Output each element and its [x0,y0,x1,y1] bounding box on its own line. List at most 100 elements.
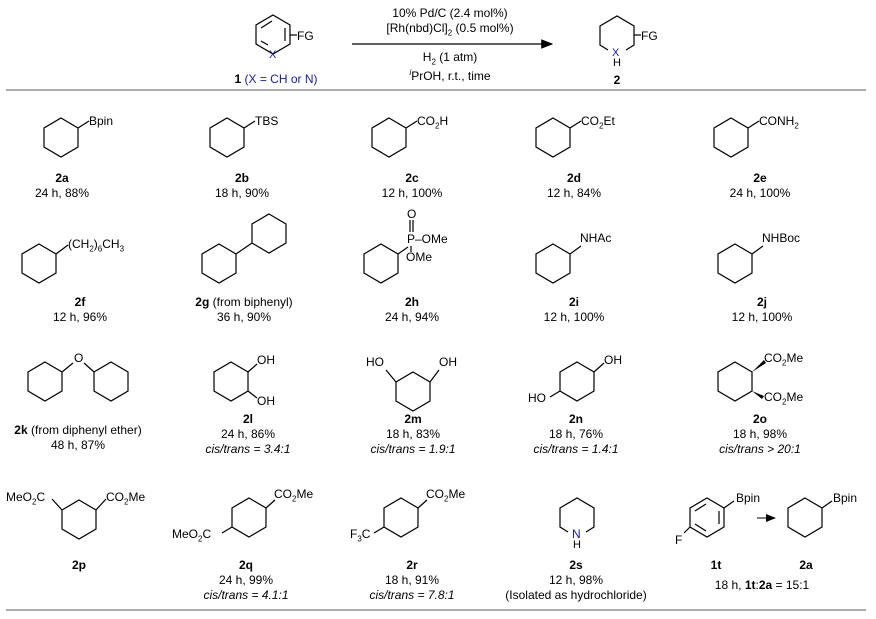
substituent-2e: CONH2 [759,114,799,131]
ratio-2o: cis/trans > 20:1 [719,442,801,456]
conversion-1t-2a: 18 h, 1t:2a = 15:1 [714,578,810,592]
label-2q: 2q [238,558,254,572]
note-2s: (Isolated as hydrochloride) [505,588,647,602]
ether-oxygen: O [74,351,84,365]
structure-2d [535,117,582,158]
product-label: 2 [613,73,621,87]
label-2e: 2e [753,171,767,185]
label-2n: 2n [568,412,584,426]
label-1t: 1t [710,558,722,572]
structure-2e [713,117,760,158]
time-yield-2s: 12 h, 98% [548,573,604,587]
ester-2r-top: CO2Me [426,487,466,504]
nitrogen-2s: N [572,527,581,541]
hydroxyl-2l-top: OH [257,353,275,367]
ester-2q-bottom: MeO2C [172,527,212,544]
time-yield-2c: 12 h, 100% [381,186,443,200]
hydroxyl-2m-right: OH [439,355,457,369]
time-yield-2q: 24 h, 99% [218,573,274,587]
label-2j: 2j [756,295,768,309]
time-yield-2o: 18 h, 98% [732,427,788,441]
time-yield-2h: 24 h, 94% [384,310,440,324]
substituent-2d: CO2Et [581,114,615,131]
label-2f: 2f [74,295,86,309]
time-yield-2d: 12 h, 84% [546,186,602,200]
label-2c: 2c [405,171,419,185]
condition-catalyst-2: [Rh(nbd)Cl]2 (0.5 mol%) [386,21,514,38]
starting-material-label: 1 (X = CH or N) [234,72,318,86]
condition-hydrogen: H2 (1 atm) [422,50,478,67]
structure-2a [43,117,90,158]
time-yield-2j: 12 h, 100% [731,310,793,324]
structure-2a-from-1t [787,497,833,538]
ester-2o-bottom: CO2Me [764,390,804,407]
time-yield-2e: 24 h, 100% [729,186,791,200]
substituent-2f: (CH2)6CH3 [68,237,125,254]
structure-2i [535,243,582,284]
structure-2b [209,117,256,158]
substituent-2b: TBS [255,114,279,128]
time-yield-2i: 12 h, 100% [543,310,605,324]
starting-material-structure [255,14,297,55]
label-2p: 2p [71,558,87,572]
label-2s: 2s [569,558,583,572]
structure-1t [683,497,735,538]
phosphonate-ome-2: OMe [406,250,433,264]
time-yield-2n: 18 h, 76% [548,427,604,441]
substituent-2c: CO2H [417,114,449,131]
structure-2k [27,361,129,402]
hydrogen-2s: H [573,539,581,551]
label-2l: 2l [242,412,254,426]
structure-2h [363,220,414,284]
condition-catalyst-1: 10% Pd/C (2.4 mol%) [392,6,508,20]
hydroxyl-2m-left: HO [366,355,384,369]
label-2d: 2d [566,171,582,185]
hydroxyl-2l-bottom: OH [257,394,275,408]
product-fg-label: FG [641,29,658,43]
time-yield-2l: 24 h, 86% [220,427,276,441]
ratio-2m: cis/trans = 1.9:1 [370,442,456,456]
label-2b: 2b [234,171,250,185]
structure-2o [717,360,766,402]
bpin-1t: Bpin [736,491,761,505]
substituent-2i: NHAc [580,231,612,245]
phosphonate-ome-1: –OMe [415,232,448,246]
label-2h: 2h [404,295,420,309]
product-h-label: H [613,57,621,69]
ester-2p-right: CO2Me [106,490,146,507]
trifluoromethyl-2r: F3C [350,527,371,544]
bpin-2a: Bpin [833,491,858,505]
structure-2j [717,243,764,284]
ratio-2q: cis/trans = 4.1:1 [203,588,289,602]
structure-2g [201,213,287,284]
ratio-2l: cis/trans = 3.4:1 [205,442,291,456]
phosphonate-oxo: O [407,207,417,221]
label-2a: 2a [55,171,69,185]
ester-2o-top: CO2Me [764,351,804,368]
time-yield-2f: 12 h, 96% [52,310,108,324]
time-yield-2m: 18 h, 83% [385,427,441,441]
structure-2c [371,117,418,158]
label-2r: 2r [406,558,418,572]
substituent-2a: Bpin [89,114,114,128]
fluoro-1t: F [675,533,683,547]
time-yield-2b: 18 h, 90% [214,186,270,200]
label-2i: 2i [568,295,580,309]
label-2g: 2g (from biphenyl) [195,295,293,309]
time-yield-2r: 18 h, 91% [384,573,440,587]
substituent-2j: NHBoc [762,231,801,245]
ratio-2n: cis/trans = 1.4:1 [533,442,619,456]
ring-x-label: X [269,49,277,61]
label-2m: 2m [404,412,422,426]
hydroxyl-2n-bottom: HO [528,391,546,405]
time-yield-2g: 36 h, 90% [216,310,272,324]
phosphonate-p: P [407,232,416,246]
ester-2q-top: CO2Me [274,487,314,504]
time-yield-2a: 24 h, 88% [34,186,90,200]
label-2k: 2k (from diphenyl ether) [14,423,142,437]
time-yield-2k: 48 h, 87% [50,438,106,452]
structure-2n [549,361,605,402]
structure-2l [213,361,258,402]
product-x-label: X [612,47,620,59]
